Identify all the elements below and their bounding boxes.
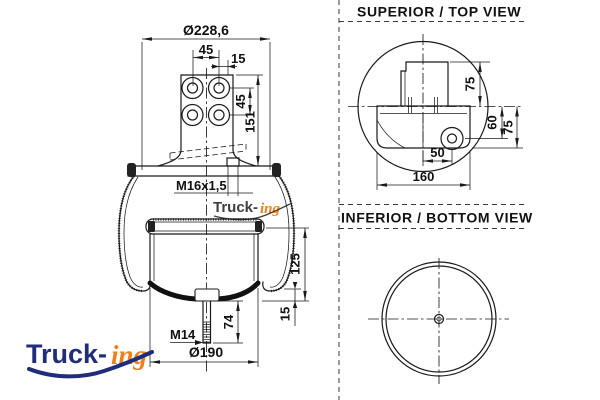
dim-plate-depth-label: 75 [500, 120, 515, 134]
dim-bolt-span-vertical: 45 [230, 87, 254, 116]
bottom-view-title: INFERIOR / BOTTOM VIEW [341, 210, 533, 226]
bellows [117, 175, 296, 293]
stud-thread-callout: M14 [170, 327, 203, 345]
dim-bolt-span-label: 45 [199, 42, 213, 57]
dim-bolt-span: 45 [192, 42, 220, 86]
watermark-logo: Truck- ing [213, 199, 291, 221]
dim-bracket-height: 151 [236, 74, 263, 166]
stud-thread-label: M14 [170, 327, 196, 342]
dim-bracket-depth: 75 [450, 61, 490, 106]
dim-piston-height: 125 [262, 227, 309, 302]
dim-hole-offset-y-label: 60 [484, 115, 499, 129]
piston [145, 218, 265, 302]
top-view-bracket [400, 61, 449, 113]
dim-stud-length: 74 [213, 300, 243, 344]
brand-logo: Truck- ing [26, 339, 154, 379]
watermark-word: Truck- [213, 199, 258, 216]
dim-fitting-offset-label: 15 [231, 51, 245, 66]
dim-hole-offset-x-label: 50 [430, 145, 444, 160]
hidden-plate-edge [169, 143, 247, 161]
bottom-view-stud-hole [433, 313, 445, 325]
top-bead-plate [127, 163, 281, 177]
dim-plate-width-label: 160 [413, 169, 435, 184]
top-view-title: SUPERIOR / TOP VIEW [357, 4, 521, 20]
panel-separators [338, 0, 525, 400]
dim-bracket-depth-label: 75 [462, 77, 477, 91]
air-fitting-thread-label: M16x1,5 [176, 178, 227, 193]
dim-stud-length-label: 74 [221, 314, 236, 329]
top-bracket [157, 74, 257, 167]
stud-threads [203, 321, 211, 343]
top-view-plate [376, 105, 471, 151]
piston-top-bead [145, 218, 265, 235]
top-view-mount-hole [440, 126, 464, 151]
watermark-suffix: ing [260, 201, 281, 217]
mounting-stud [202, 300, 212, 344]
bottom-view [368, 258, 509, 384]
dim-lobe-height: 15 [277, 282, 301, 326]
dim-piston-diameter-label: Ø190 [189, 344, 223, 360]
top-view: 75 60 75 50 160 [348, 34, 523, 190]
dim-plate-width: 160 [376, 152, 471, 190]
dim-hole-offset-x: 50 [422, 145, 453, 165]
air-fitting: M16x1,5 [174, 157, 253, 196]
dim-bracket-height-label: 151 [242, 111, 257, 133]
dim-bolt-span-vertical-label: 45 [233, 94, 248, 108]
dim-top-diameter-label: Ø228,6 [183, 22, 229, 38]
front-view: Ø228,6 45 15 [26, 22, 309, 379]
piston-center-boss [194, 288, 220, 302]
brand-logo-word: Truck- [26, 339, 107, 369]
dim-fitting-offset: 15 [211, 51, 245, 75]
bracket-bolt-holes [181, 76, 231, 127]
brand-logo-swoosh [27, 350, 154, 379]
dim-hole-offset-y: 60 [465, 106, 508, 139]
dim-lobe-height-label: 15 [277, 307, 292, 321]
dim-plate-depth: 75 [472, 106, 523, 149]
dim-piston-height-label: 125 [287, 253, 302, 275]
dim-top-diameter: Ø228,6 [141, 22, 271, 170]
